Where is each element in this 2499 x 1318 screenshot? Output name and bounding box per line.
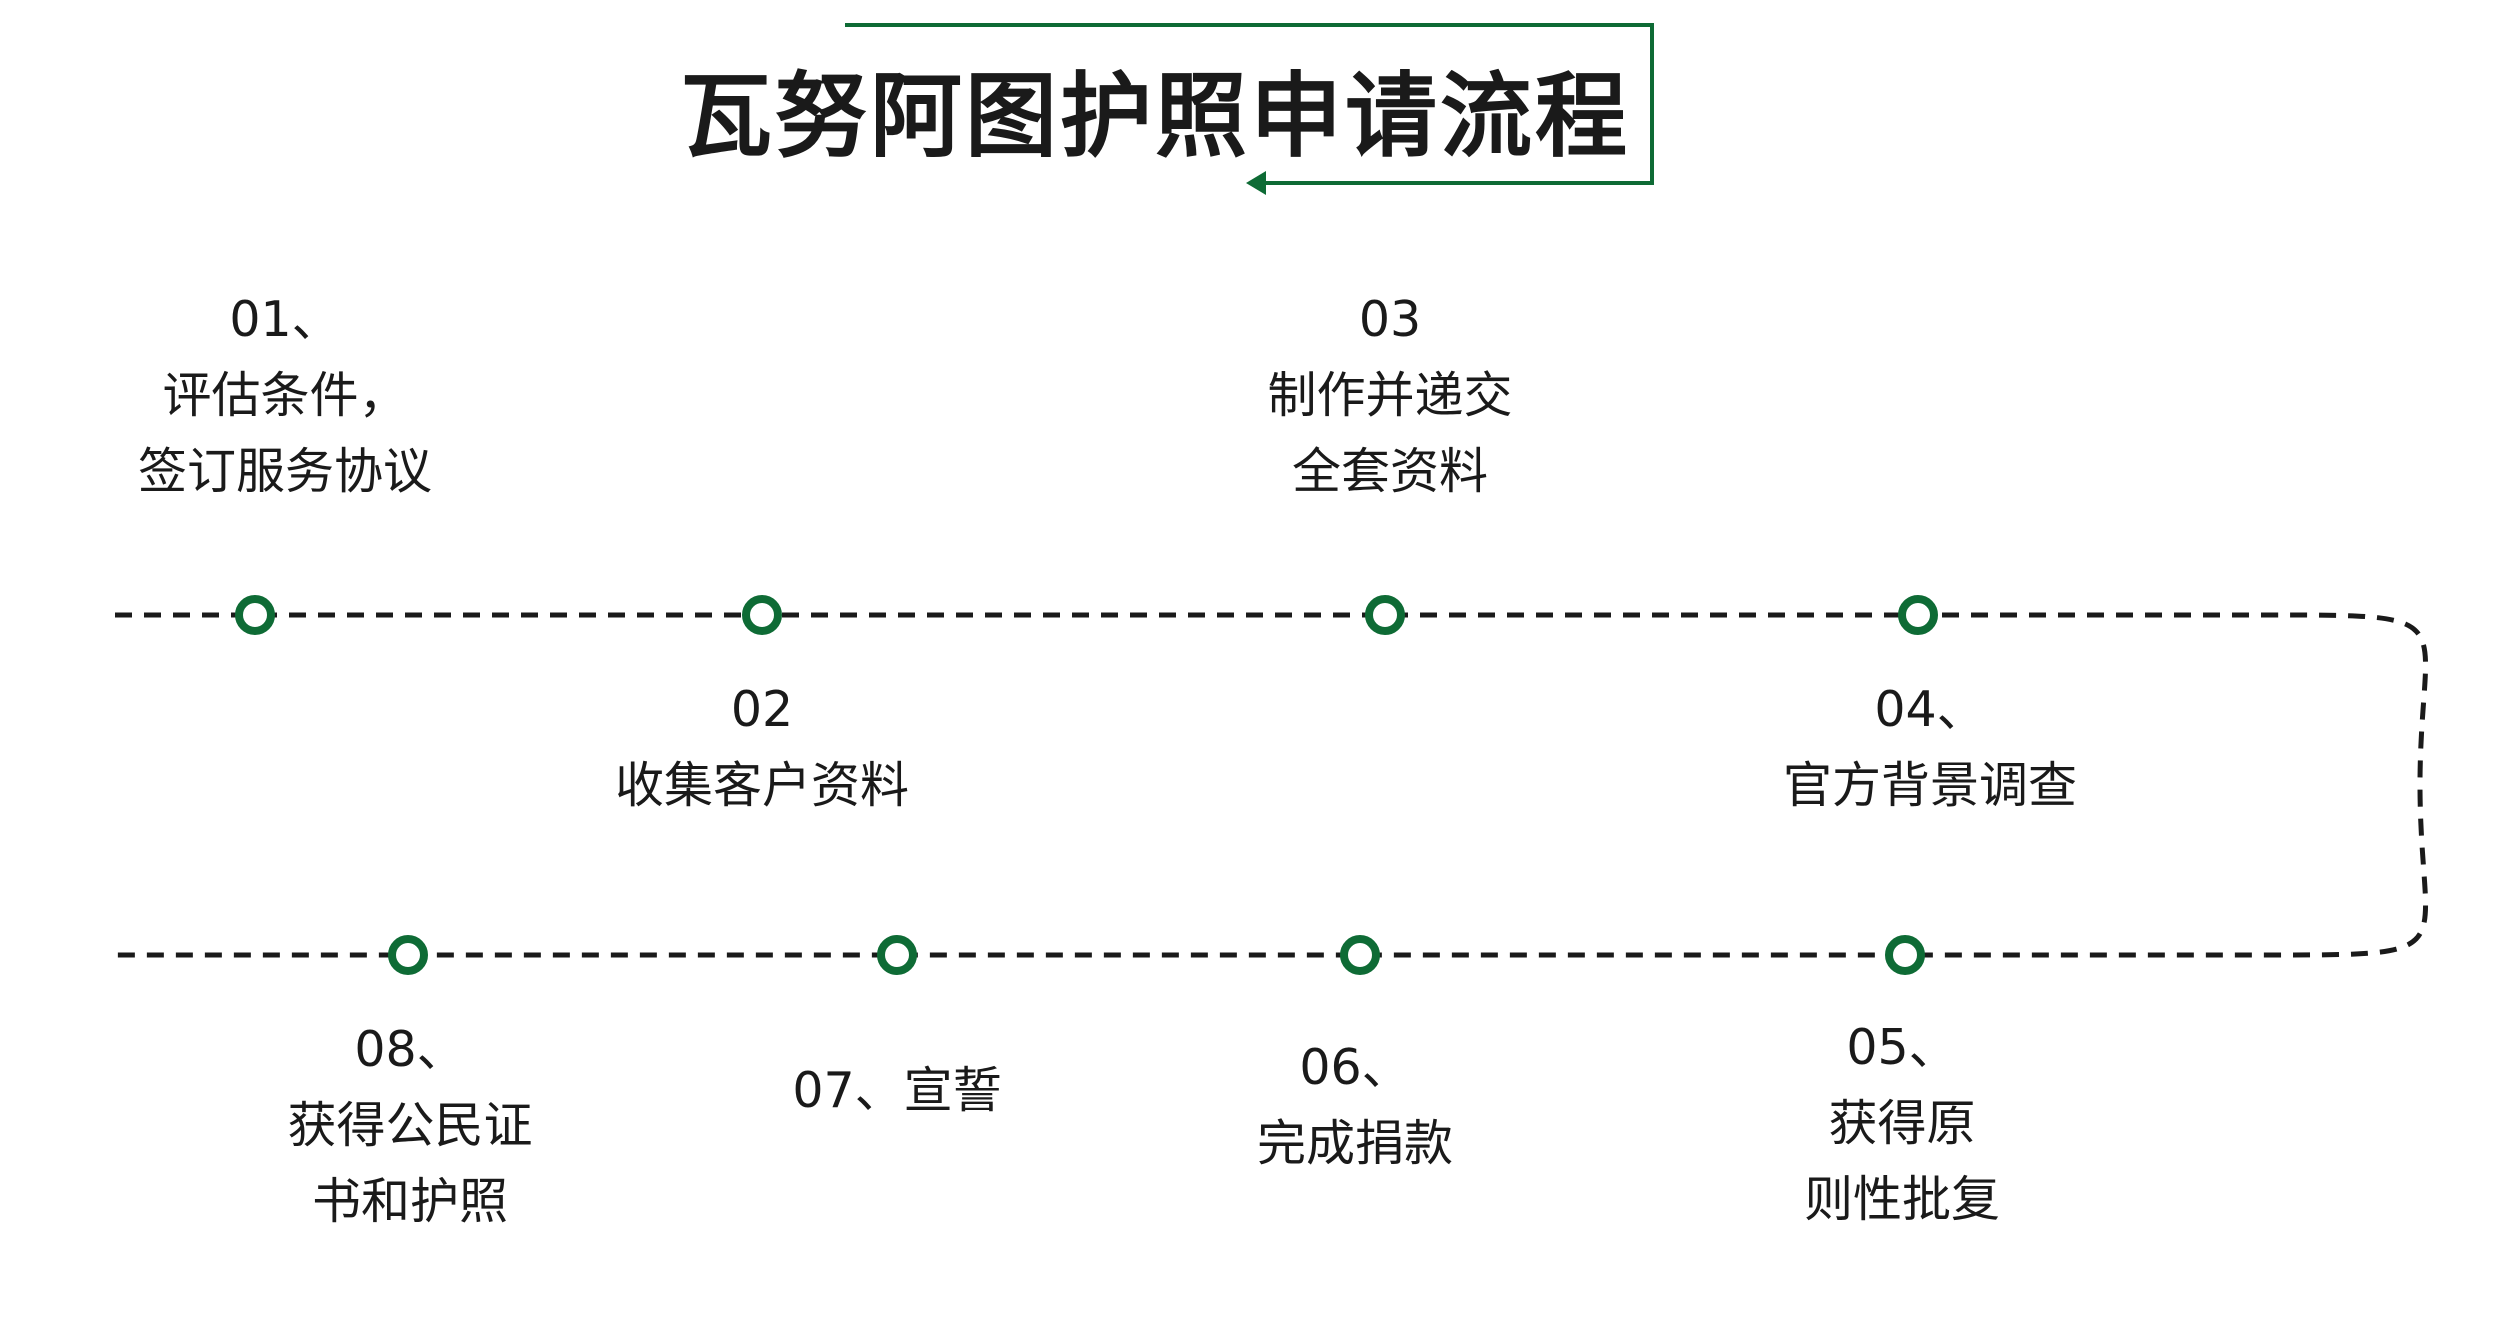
step-label-line: 08、	[354, 1021, 466, 1078]
step-label-line: 01、	[229, 291, 341, 348]
step-node	[877, 935, 917, 975]
page-title: 瓦努阿图护照申请流程	[680, 63, 1631, 170]
step-label-line: 03	[1358, 291, 1422, 348]
step-label-line: 完成捐款	[1256, 1115, 1454, 1172]
step-label-line: 评估条件，	[162, 367, 408, 424]
step-label: 01、评估条件， 签订服务协议	[138, 282, 432, 510]
step-label: 07、宣誓	[792, 1053, 1001, 1129]
step-label-line: 收集客户资料	[614, 757, 910, 814]
step-node	[742, 595, 782, 635]
step-node	[235, 595, 275, 635]
step-node	[1340, 935, 1380, 975]
step-label-line: 04、	[1874, 681, 1986, 738]
step-label-line: 签订服务协议	[137, 443, 433, 500]
step-node	[388, 935, 428, 975]
step-label-line: 书和护照	[311, 1173, 509, 1230]
step-label-line: 则性批复	[1803, 1171, 2001, 1228]
step-label: 02 收集客户资料	[615, 672, 909, 824]
title-bracket	[845, 23, 1654, 185]
step-label-line: 获得公民证	[287, 1097, 533, 1154]
step-label: 06、完成捐款	[1257, 1030, 1453, 1182]
step-label: 04、官方背景调查	[1783, 672, 2077, 824]
step-node	[1365, 595, 1405, 635]
step-label-line: 07、宣誓	[792, 1062, 1002, 1119]
step-label: 08、获得公民证书和护照	[287, 1012, 532, 1240]
step-node	[1898, 595, 1938, 635]
step-label-line: 制作并递交	[1267, 367, 1513, 424]
arrow-left-icon	[1246, 171, 1266, 195]
step-label: 05、获得原则性批复	[1804, 1010, 2000, 1238]
step-label-line: 05、	[1846, 1019, 1958, 1076]
step-label-line: 全套资料	[1291, 443, 1489, 500]
timeline-path	[115, 612, 2429, 958]
step-label-line: 官方背景调查	[1782, 757, 2078, 814]
step-label: 03 制作并递交全套资料	[1267, 282, 1512, 510]
step-label-line: 获得原	[1828, 1095, 1976, 1152]
step-label-line: 02	[730, 681, 794, 738]
step-node	[1885, 935, 1925, 975]
step-label-line: 06、	[1299, 1039, 1411, 1096]
